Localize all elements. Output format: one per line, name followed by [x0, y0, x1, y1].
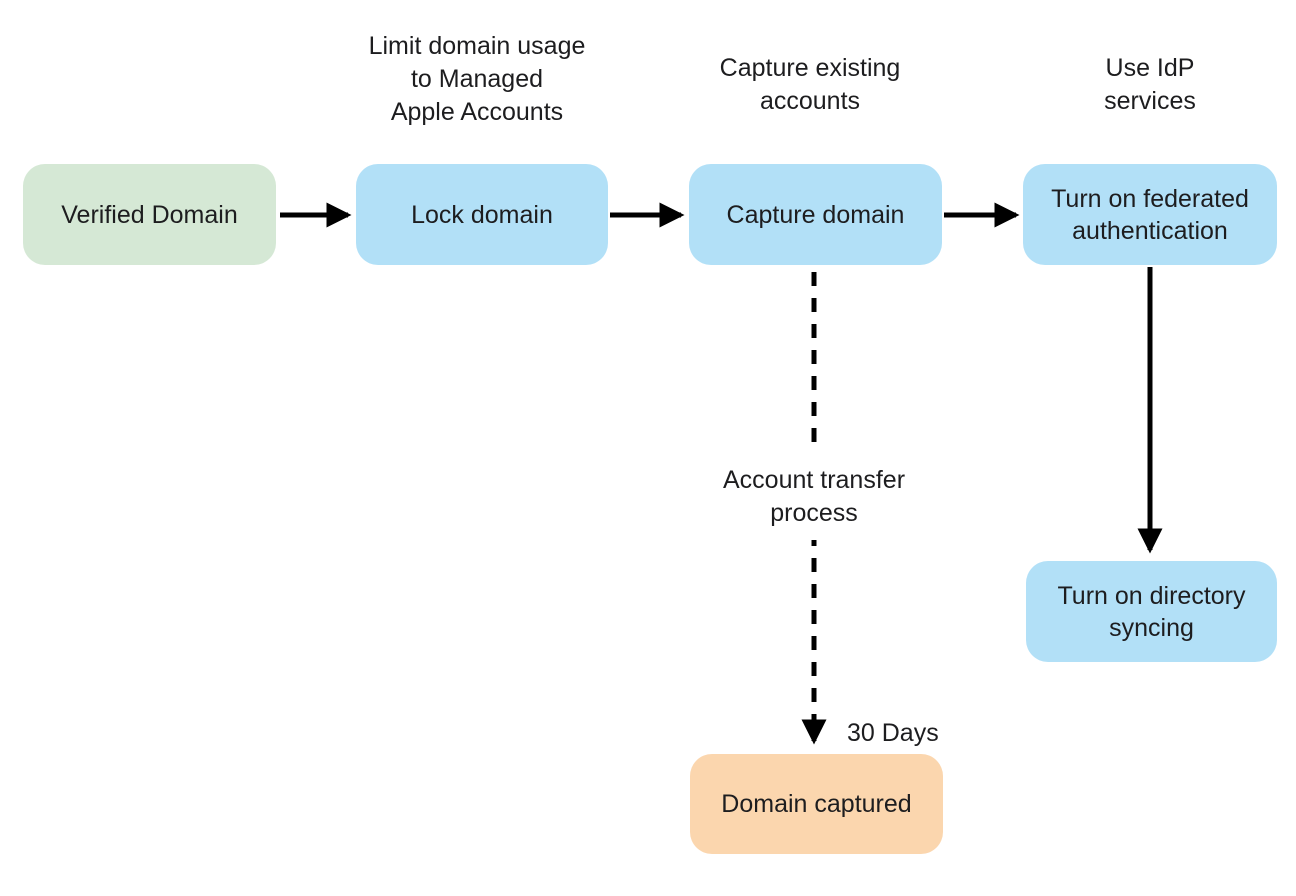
node-capture-domain-label: Capture domain [726, 200, 905, 229]
node-domain-captured-label: Domain captured [721, 790, 912, 818]
caption-capture-existing-accounts: Capture existing accounts [719, 54, 901, 115]
node-federated-auth-label: Turn on federated authentication [1051, 184, 1249, 245]
node-capture-domain: Capture domain [689, 164, 942, 265]
node-lock-domain-label: Lock domain [411, 200, 553, 229]
caption-limit-domain-usage: Limit domain usage to Managed Apple Acco… [368, 32, 586, 126]
node-domain-captured: Domain captured [690, 754, 943, 854]
node-directory-syncing-label: Turn on directory syncing [1057, 581, 1246, 642]
node-verified-domain: Verified Domain [23, 164, 276, 265]
node-verified-domain-label: Verified Domain [61, 200, 238, 229]
node-lock-domain: Lock domain [356, 164, 608, 265]
node-turn-on-federated-authentication: Turn on federated authentication [1023, 164, 1277, 265]
caption-thirty-days: 30 Days [847, 719, 939, 747]
node-turn-on-directory-syncing: Turn on directory syncing [1026, 561, 1277, 662]
caption-use-idp-services: Use IdP services [1104, 54, 1196, 115]
caption-account-transfer-process: Account transfer process [708, 454, 920, 540]
